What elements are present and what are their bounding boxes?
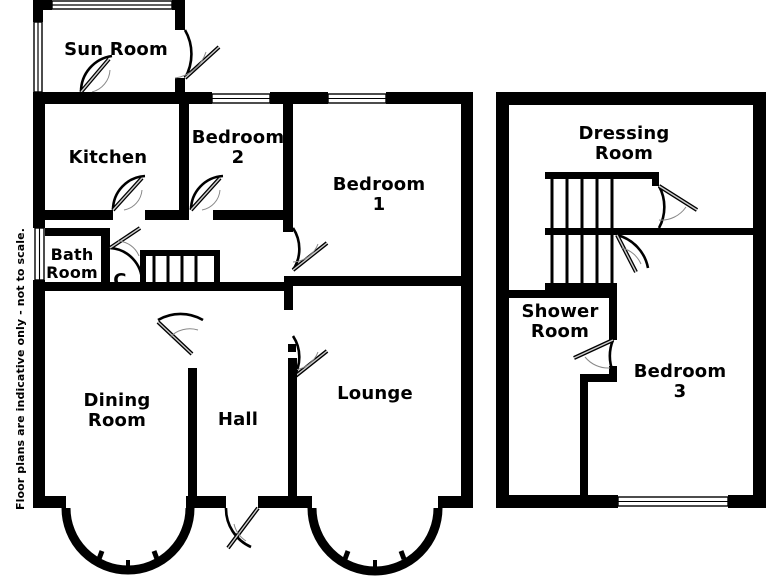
door-front-entry	[224, 506, 260, 550]
door-landing-lower	[615, 233, 650, 273]
wall-upper-right	[753, 92, 766, 508]
wall-shower-top	[509, 290, 617, 298]
wall-hall-left	[188, 368, 197, 498]
ground-floor-outer-walls	[33, 92, 473, 508]
wall-main-left	[33, 92, 45, 508]
door-bedroom2	[189, 174, 224, 212]
door-shower-room	[573, 338, 615, 373]
window-bedroom2-top	[211, 92, 271, 104]
wall-sunroom-right-top	[175, 0, 185, 30]
wall-main-bottom-left	[33, 496, 66, 508]
wall-lounge-top	[284, 276, 473, 286]
window-bedroom1-top	[327, 92, 387, 104]
wall-kitchen-bottom-right	[145, 210, 189, 220]
door-landing-bedroom3	[657, 184, 699, 229]
right-floor-plan-group	[496, 92, 766, 508]
door-sunroom-main	[174, 29, 221, 80]
wall-dining-top	[45, 282, 220, 291]
disclaimer-text: Floor plans are indicative only - not to…	[14, 227, 27, 510]
door-dining-room	[156, 312, 204, 356]
door-lounge-upper	[291, 227, 329, 272]
wall-upper-top	[496, 92, 766, 105]
wall-hall-top	[220, 282, 293, 291]
wall-bedroom2-bottom	[213, 210, 293, 220]
door-sunroom-kitchen	[79, 54, 113, 94]
wall-main-bottom-hall-right	[258, 496, 312, 508]
wall-sunroom-right-bottom	[175, 78, 185, 100]
wall-shower-bottom	[580, 374, 617, 382]
wall-shower-right-upper	[609, 290, 617, 340]
wall-shower-bedroom3-divider	[580, 374, 588, 499]
wall-main-bottom-right	[438, 496, 473, 508]
wall-main-right	[461, 92, 473, 508]
wall-landing-stub-top	[652, 172, 659, 186]
wall-bathroom-right	[101, 228, 110, 290]
window-sunroom-left	[33, 21, 43, 93]
door-kitchen	[111, 174, 146, 212]
window-sunroom-top	[51, 0, 173, 10]
window-bathroom-left	[33, 227, 45, 281]
wall-main-bottom-hall-left	[186, 496, 226, 508]
bay-window-lounge	[307, 507, 443, 576]
left-floor-plan-group	[33, 0, 473, 576]
wall-hall-stub-vertical	[284, 282, 293, 310]
wall-upper-left	[496, 92, 509, 508]
staircase-upper	[545, 172, 617, 290]
wall-bedroom2-bedroom1	[283, 104, 293, 232]
wall-lounge-door-stub	[288, 344, 296, 352]
wall-kitchen-bottom-left	[33, 210, 113, 220]
wall-hall-right	[288, 358, 297, 498]
wall-landing-top	[617, 172, 659, 179]
bay-window-dining-room	[61, 507, 195, 575]
wall-kitchen-bedroom2	[179, 104, 189, 216]
wall-landing-right	[652, 228, 766, 235]
wall-bathroom-top	[45, 228, 101, 236]
wall-landing-bottom	[617, 228, 659, 235]
window-bedroom3-bottom	[617, 495, 729, 508]
